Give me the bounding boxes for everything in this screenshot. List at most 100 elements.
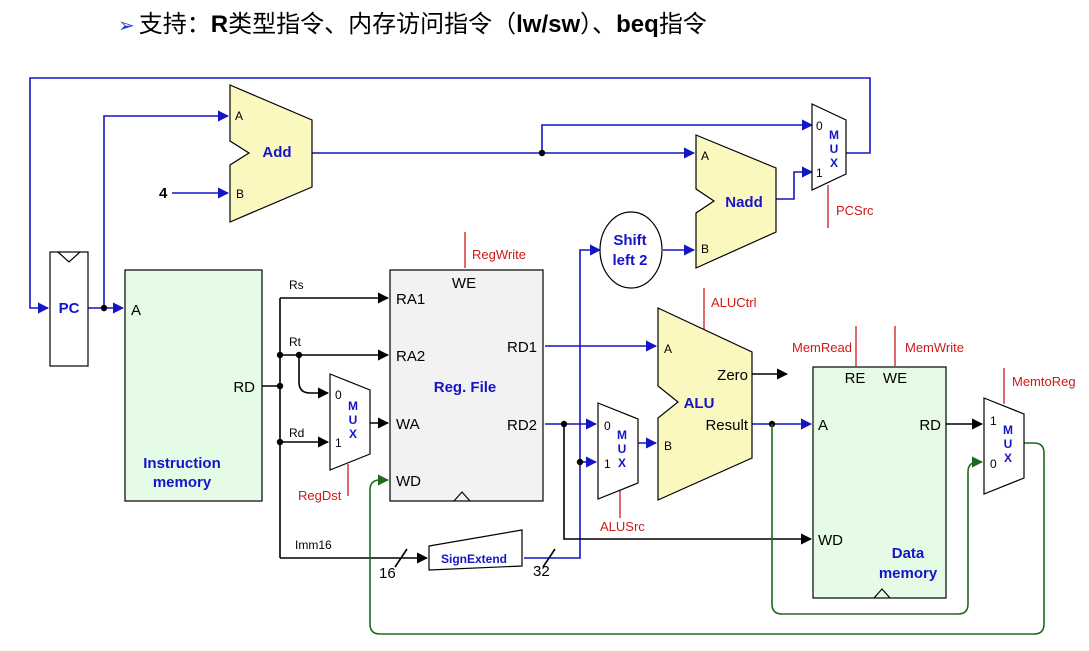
- pc-label: PC: [59, 300, 80, 317]
- header-beq: beq: [616, 11, 659, 38]
- signext-in-width: 16: [379, 565, 396, 582]
- junction-dots: [100, 149, 776, 466]
- memwrite-label: MemWrite: [905, 340, 964, 355]
- regdst-mux-m: M: [348, 399, 358, 413]
- junction-dot: [276, 438, 284, 446]
- nadd-port-b: B: [701, 242, 709, 256]
- regdst-mux-u: U: [349, 413, 358, 427]
- regfile-we: WE: [452, 275, 476, 292]
- alusrc-mux: 0 1 M U X ALUSrc: [597, 402, 645, 534]
- junction-dot: [295, 351, 303, 359]
- sign-extend: SignExtend 16 32: [379, 529, 550, 582]
- header-prefix: 支持：: [138, 11, 211, 38]
- add-label: Add: [262, 144, 291, 161]
- shift-left-2: Shift left 2: [599, 211, 663, 289]
- memtoreg-mux-u: U: [1004, 437, 1013, 451]
- alusrc-mux-in0: 0: [604, 419, 611, 433]
- header-middle: 类型指令、内存访问指令（: [228, 11, 517, 38]
- dmem-port-wd: WD: [818, 532, 843, 549]
- data-memory: RE WE A RD WD Data memory MemRead MemWri…: [792, 340, 964, 599]
- wire-pc-to-add: [103, 110, 230, 308]
- bullet-arrow-icon: ➢: [118, 15, 135, 37]
- wire-add-to-pcmux0: [541, 119, 814, 153]
- nadd-label: Nadd: [725, 194, 763, 211]
- alusrc-label: ALUSrc: [600, 519, 645, 534]
- memtoreg-mux-x: X: [1004, 451, 1012, 465]
- imem-port-rd: RD: [233, 379, 255, 396]
- memtoreg-label: MemtoReg: [1012, 374, 1076, 389]
- pcsrc-mux: 0 1 M U X PCSrc: [811, 103, 874, 218]
- alusrc-mux-x: X: [618, 456, 626, 470]
- wire-rt-to-regdstmux0: [298, 355, 330, 399]
- alu-port-a: A: [664, 342, 672, 356]
- dmem-re: RE: [845, 370, 866, 387]
- alusrc-mux-u: U: [618, 442, 627, 456]
- regdst-mux-in0: 0: [335, 388, 342, 402]
- memread-label: MemRead: [792, 340, 852, 355]
- alusrc-mux-in1: 1: [604, 457, 611, 471]
- control-lines: [347, 185, 1005, 518]
- field-rt: Rt: [289, 335, 302, 349]
- pcsrc-mux-x: X: [830, 156, 838, 170]
- regfile-rd2: RD2: [507, 417, 537, 434]
- alu-zero: Zero: [717, 367, 748, 384]
- regfile-ra1: RA1: [396, 291, 425, 308]
- dmem-port-rd: RD: [919, 417, 941, 434]
- shift-label-1: Shift: [613, 232, 646, 249]
- instruction-memory: A RD Instruction memory: [124, 269, 263, 502]
- nadd-port-a: A: [701, 149, 709, 163]
- memtoreg-mux-in0: 0: [990, 457, 997, 471]
- junction-dot: [576, 458, 584, 466]
- wire-rd2-to-dmem-wd: [563, 424, 813, 545]
- green-wires: [369, 424, 1045, 635]
- wire-result-to-memtoreg0: [771, 424, 984, 615]
- alu-port-b: B: [664, 439, 672, 453]
- pc-register: PC: [49, 251, 89, 367]
- shift-label-2: left 2: [612, 252, 647, 269]
- pcsrc-mux-m: M: [829, 128, 839, 142]
- add-port-a: A: [235, 109, 243, 123]
- memtoreg-mux: 1 0 M U X MemtoReg: [983, 374, 1076, 495]
- add-port-b: B: [236, 187, 244, 201]
- alu-result: Result: [705, 417, 748, 434]
- junction-dot: [100, 304, 108, 312]
- regfile-wa: WA: [396, 416, 420, 433]
- header-close: ）、: [580, 11, 617, 38]
- regfile-rd1: RD1: [507, 339, 537, 356]
- black-wires: [262, 292, 984, 568]
- memtoreg-mux-in1: 1: [990, 414, 997, 428]
- imem-port-a: A: [131, 302, 141, 319]
- regfile-label: Reg. File: [434, 379, 497, 396]
- field-rs: Rs: [289, 278, 304, 292]
- junction-dot: [560, 420, 568, 428]
- slide-header: ➢支持：R类型指令、内存访问指令（lw/sw）、beq指令: [118, 4, 707, 44]
- pcsrc-mux-in0: 0: [816, 119, 823, 133]
- header-lwsw: lw/sw: [516, 11, 581, 38]
- field-imm16: Imm16: [295, 538, 332, 552]
- wire-memtoreg-to-wd: [369, 442, 1045, 635]
- dmem-label-2: memory: [879, 565, 938, 582]
- dmem-we: WE: [883, 370, 907, 387]
- wire-pcsrc-to-pc: [29, 77, 871, 314]
- regdst-mux-x: X: [349, 427, 357, 441]
- header-suffix: 指令: [658, 11, 707, 38]
- alu: ALU A B Zero Result ALUCtrl: [657, 295, 757, 501]
- regfile-ra2: RA2: [396, 348, 425, 365]
- field-rd: Rd: [289, 426, 304, 440]
- alusrc-mux-m: M: [617, 428, 627, 442]
- branch-adder: Nadd A B: [695, 134, 777, 269]
- imem-label-1: Instruction: [143, 455, 221, 472]
- pcsrc-label: PCSrc: [836, 203, 874, 218]
- regdst-mux-in1: 1: [335, 436, 342, 450]
- dmem-port-a: A: [818, 417, 828, 434]
- pcsrc-mux-u: U: [830, 142, 839, 156]
- wire-signext-to-shift: [524, 244, 602, 559]
- alu-label: ALU: [684, 395, 715, 412]
- regfile-wd: WD: [396, 473, 421, 490]
- junction-dot: [276, 382, 284, 390]
- memtoreg-mux-m: M: [1003, 423, 1013, 437]
- imem-label-2: memory: [153, 474, 212, 491]
- junction-dot: [538, 149, 546, 157]
- header-r: R: [210, 11, 229, 38]
